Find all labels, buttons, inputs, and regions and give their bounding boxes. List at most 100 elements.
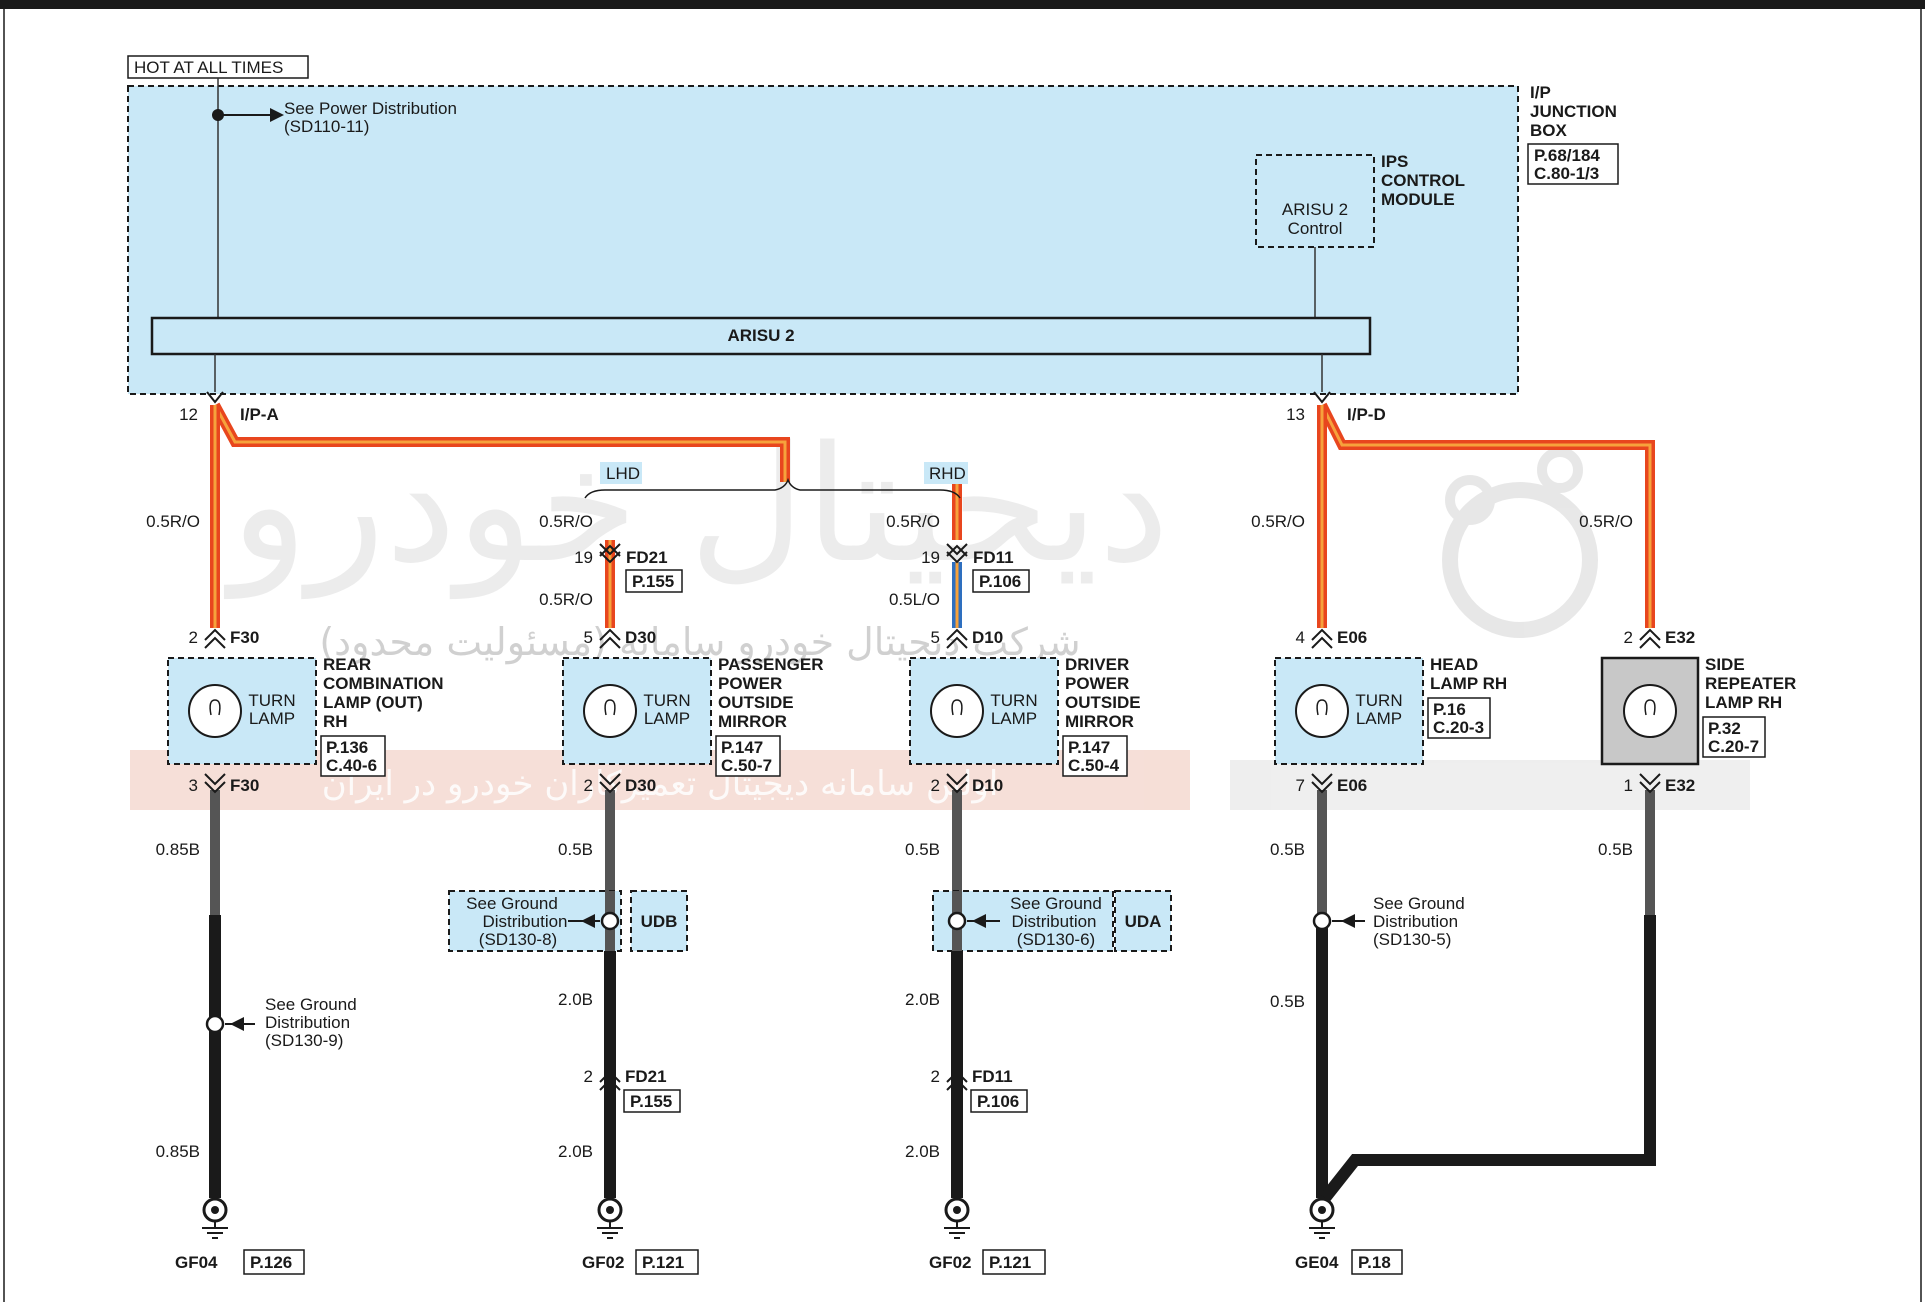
arrow-icon xyxy=(230,1017,244,1031)
pin-num: 5 xyxy=(931,628,940,647)
component-rear-combination-lamp: TURN LAMP xyxy=(167,657,317,765)
ipa-pin: 12 xyxy=(179,405,198,424)
component-driver-mirror: TURN LAMP xyxy=(909,657,1059,765)
wire-red-orange xyxy=(210,402,1655,628)
ground-ref: P.121 xyxy=(989,1253,1031,1272)
component-name: MIRROR xyxy=(1065,712,1134,731)
connector-chevrons xyxy=(204,391,1661,1091)
component-name: POWER xyxy=(1065,674,1129,693)
jbox-ref-1: P.68/184 xyxy=(1534,146,1600,165)
pin-name: D30 xyxy=(625,776,656,795)
ground-ref-text: (SD130-6) xyxy=(1017,930,1095,949)
option-rhd: RHD xyxy=(929,464,966,483)
ground-ref-tag: UDA xyxy=(1125,912,1162,931)
component-name: SIDE xyxy=(1705,655,1745,674)
component-name: COMBINATION xyxy=(323,674,444,693)
component-ref: P.32 xyxy=(1708,719,1741,738)
pin-num: 3 xyxy=(189,776,198,795)
component-name: LAMP RH xyxy=(1430,674,1507,693)
jbox-title-3: BOX xyxy=(1530,121,1568,140)
jbox-ref-2: C.80-1/3 xyxy=(1534,164,1599,183)
pin-name: E06 xyxy=(1337,628,1367,647)
component-name: RH xyxy=(323,712,348,731)
component-ref: P.147 xyxy=(721,738,763,757)
lamp-label-1: TURN xyxy=(1355,691,1402,710)
component-ref: P.147 xyxy=(1068,738,1110,757)
pin-num: 2 xyxy=(584,776,593,795)
arisu-bar xyxy=(150,316,1372,356)
wire-label: 0.5R/O xyxy=(1579,512,1633,531)
wire-label: 0.5R/O xyxy=(146,512,200,531)
power-ref-line2: (SD110-11) xyxy=(284,117,369,136)
power-ref-line1: See Power Distribution xyxy=(284,99,457,118)
ground-name: GE04 xyxy=(1295,1253,1339,1272)
ground-ref-text: Distribution xyxy=(1373,912,1458,931)
wire-label: 0.5R/O xyxy=(539,590,593,609)
pin-name: F30 xyxy=(230,628,259,647)
arrow-right-icon xyxy=(270,108,284,122)
ips-title-2: CONTROL xyxy=(1381,171,1465,190)
lamp-label-2: LAMP xyxy=(644,709,690,728)
arisu-control-1: ARISU 2 xyxy=(1282,200,1348,219)
component-ref: C.20-7 xyxy=(1708,737,1759,756)
pin-name: FD21 xyxy=(625,1067,667,1086)
pin-num: 19 xyxy=(921,548,940,567)
ips-title-1: IPS xyxy=(1381,152,1408,171)
ground-ref: P.18 xyxy=(1358,1253,1391,1272)
component-name: DRIVER xyxy=(1065,655,1129,674)
ground-ref-text: (SD130-5) xyxy=(1373,930,1451,949)
pin-num: 5 xyxy=(584,628,593,647)
pin-ref: P.155 xyxy=(632,572,674,591)
component-ref: P.16 xyxy=(1433,700,1466,719)
wire-label: 0.5B xyxy=(558,840,593,859)
pin-num: 2 xyxy=(931,776,940,795)
lamp-label-1: TURN xyxy=(643,691,690,710)
pin-ref: P.155 xyxy=(630,1092,672,1111)
component-name: OUTSIDE xyxy=(1065,693,1141,712)
wire-black-ground xyxy=(209,790,1656,1202)
pin-num: 19 xyxy=(574,548,593,567)
component-name: POWER xyxy=(718,674,782,693)
ipd-pin: 13 xyxy=(1286,405,1305,424)
pin-name: D10 xyxy=(972,628,1003,647)
bulb-icon xyxy=(188,684,242,738)
wire-label: 0.5B xyxy=(905,840,940,859)
ground-symbol-icon xyxy=(202,1197,228,1239)
component-name: LAMP RH xyxy=(1705,693,1782,712)
ips-control-module xyxy=(1255,154,1375,248)
lamp-label-2: LAMP xyxy=(249,709,295,728)
ground-name: GF02 xyxy=(582,1253,625,1272)
ground-symbol-icon xyxy=(1309,1197,1335,1239)
component-name: MIRROR xyxy=(718,712,787,731)
ground-ref-text: Distribution xyxy=(482,912,567,931)
component-passenger-mirror: TURN LAMP xyxy=(562,657,712,765)
wire-label: 0.5R/O xyxy=(886,512,940,531)
pin-num: 4 xyxy=(1296,628,1305,647)
ground-ref-text: (SD130-9) xyxy=(265,1031,343,1050)
ground-ref-uda xyxy=(932,890,1172,952)
wire-label: 0.85B xyxy=(156,1142,200,1161)
pin-name: F30 xyxy=(230,776,259,795)
pin-num: 2 xyxy=(1624,628,1633,647)
arisu-control-2: Control xyxy=(1288,219,1343,238)
wire-label: 0.5B xyxy=(1270,840,1305,859)
component-ref: C.20-3 xyxy=(1433,718,1484,737)
component-head-lamp: TURN LAMP xyxy=(1274,657,1424,765)
ground-name: GF02 xyxy=(929,1253,972,1272)
pin-num: 2 xyxy=(931,1067,940,1086)
wire-label: 0.5B xyxy=(1270,992,1305,1011)
ground-symbol-icon xyxy=(597,1197,623,1239)
bulb-icon xyxy=(930,684,984,738)
jbox-title-1: I/P xyxy=(1530,83,1551,102)
ground-ref-text: See Ground xyxy=(265,995,357,1014)
ground-ref-udb xyxy=(448,890,688,952)
pin-name: E32 xyxy=(1665,628,1695,647)
hot-at-all-times-label: HOT AT ALL TIMES xyxy=(134,58,283,77)
lamp-label-2: LAMP xyxy=(991,709,1037,728)
ground-ref: P.126 xyxy=(250,1253,292,1272)
pin-name: D10 xyxy=(972,776,1003,795)
pin-num: 7 xyxy=(1296,776,1305,795)
component-name: LAMP (OUT) xyxy=(323,693,423,712)
ipd-name: I/P-D xyxy=(1347,405,1386,424)
